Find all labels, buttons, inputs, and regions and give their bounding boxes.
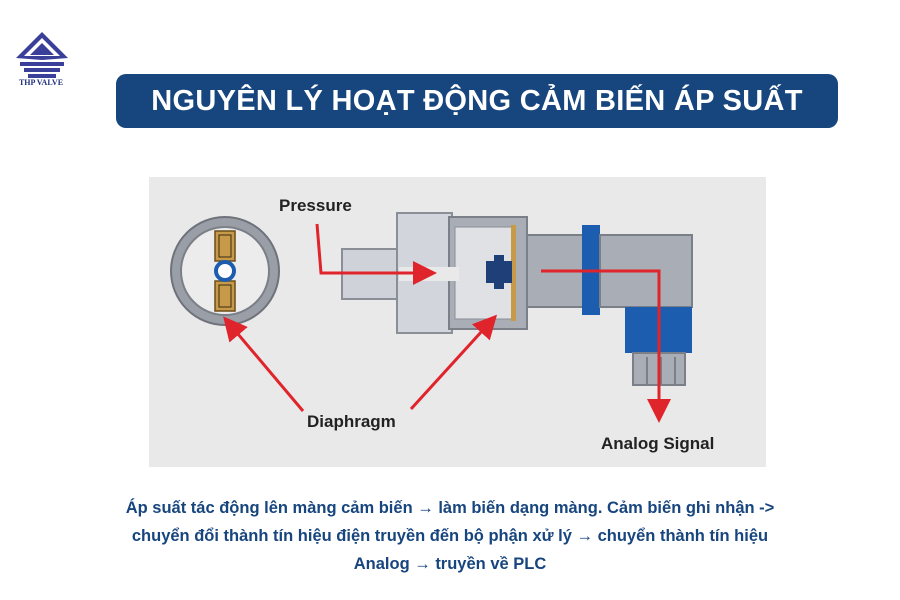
caption-line-3: Analog → truyền về PLC [353,555,547,573]
analog-signal-label: Analog Signal [601,434,714,453]
pressure-sensor-diagram: Pressure Diaphragm Analog Signal [149,177,766,467]
thp-valve-logo-icon [16,32,68,78]
arrows [223,223,671,423]
pressure-label: Pressure [279,196,352,215]
page-title: NGUYÊN LÝ HOẠT ĐỘNG CẢM BIẾN ÁP SUẤT [151,84,803,117]
caption-line-1: Áp suất tác động lên màng cảm biến → làm… [125,499,775,517]
caption-line-2: chuyển đổi thành tín hiệu điện truyền đế… [131,527,769,545]
description-caption: Áp suất tác động lên màng cảm biến → làm… [60,494,840,578]
diaphragm-arrow-right [409,314,498,411]
pressure-arrow [315,223,437,285]
diaphragm-arrow-left [223,316,305,412]
signal-arrow [541,269,671,423]
diaphragm-round-view [170,216,280,326]
logo-text: THP VALVE [18,78,64,87]
diaphragm-label: Diaphragm [307,412,396,431]
title-banner: NGUYÊN LÝ HOẠT ĐỘNG CẢM BIẾN ÁP SUẤT [116,74,838,128]
